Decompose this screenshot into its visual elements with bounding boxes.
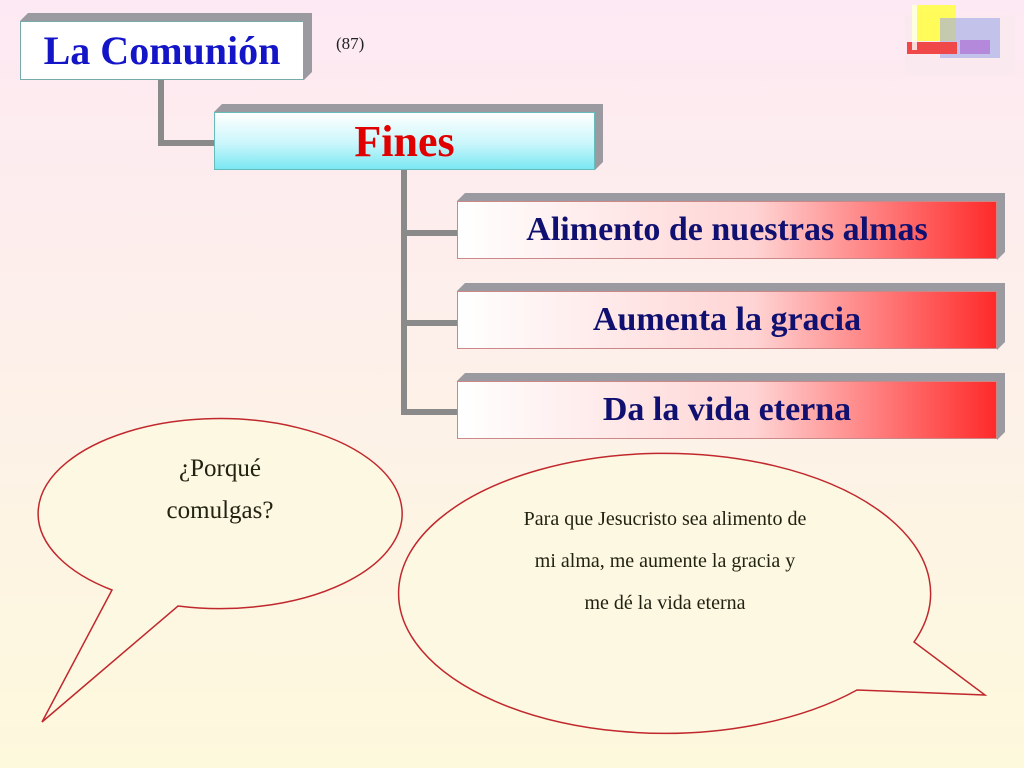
answer-speech-bubble — [397, 452, 988, 735]
title-box: La Comunión — [20, 21, 304, 80]
fines-text: Fines — [354, 116, 455, 166]
item-box-vida-eterna: Da la vida eterna — [457, 381, 997, 439]
answer-line: me dé la vida eterna — [584, 592, 746, 614]
corner-logo — [905, 5, 1015, 75]
answer-line: mi alma, me aumente la gracia y — [534, 550, 796, 572]
answer-line: Para que Jesucristo sea alimento de — [523, 508, 807, 530]
question-speech-bubble — [37, 417, 403, 723]
connector-lines — [158, 79, 460, 415]
page-number: (87) — [336, 34, 365, 53]
item-text: Da la vida eterna — [602, 391, 852, 428]
title-text: La Comunión — [43, 28, 281, 73]
question-line: ¿Porqué — [179, 455, 261, 482]
item-box-alimento: Alimento de nuestras almas — [457, 201, 997, 259]
question-line: comulgas? — [166, 497, 274, 524]
item-text: Alimento de nuestras almas — [526, 211, 928, 248]
question-text: ¿Porqué comulgas? — [120, 448, 320, 532]
item-text: Aumenta la gracia — [592, 301, 862, 338]
box-shadows — [20, 13, 1005, 440]
item-box-gracia: Aumenta la gracia — [457, 291, 997, 349]
fines-box: Fines — [214, 112, 595, 170]
answer-text: Para que Jesucristo sea alimento de mi a… — [470, 498, 860, 624]
